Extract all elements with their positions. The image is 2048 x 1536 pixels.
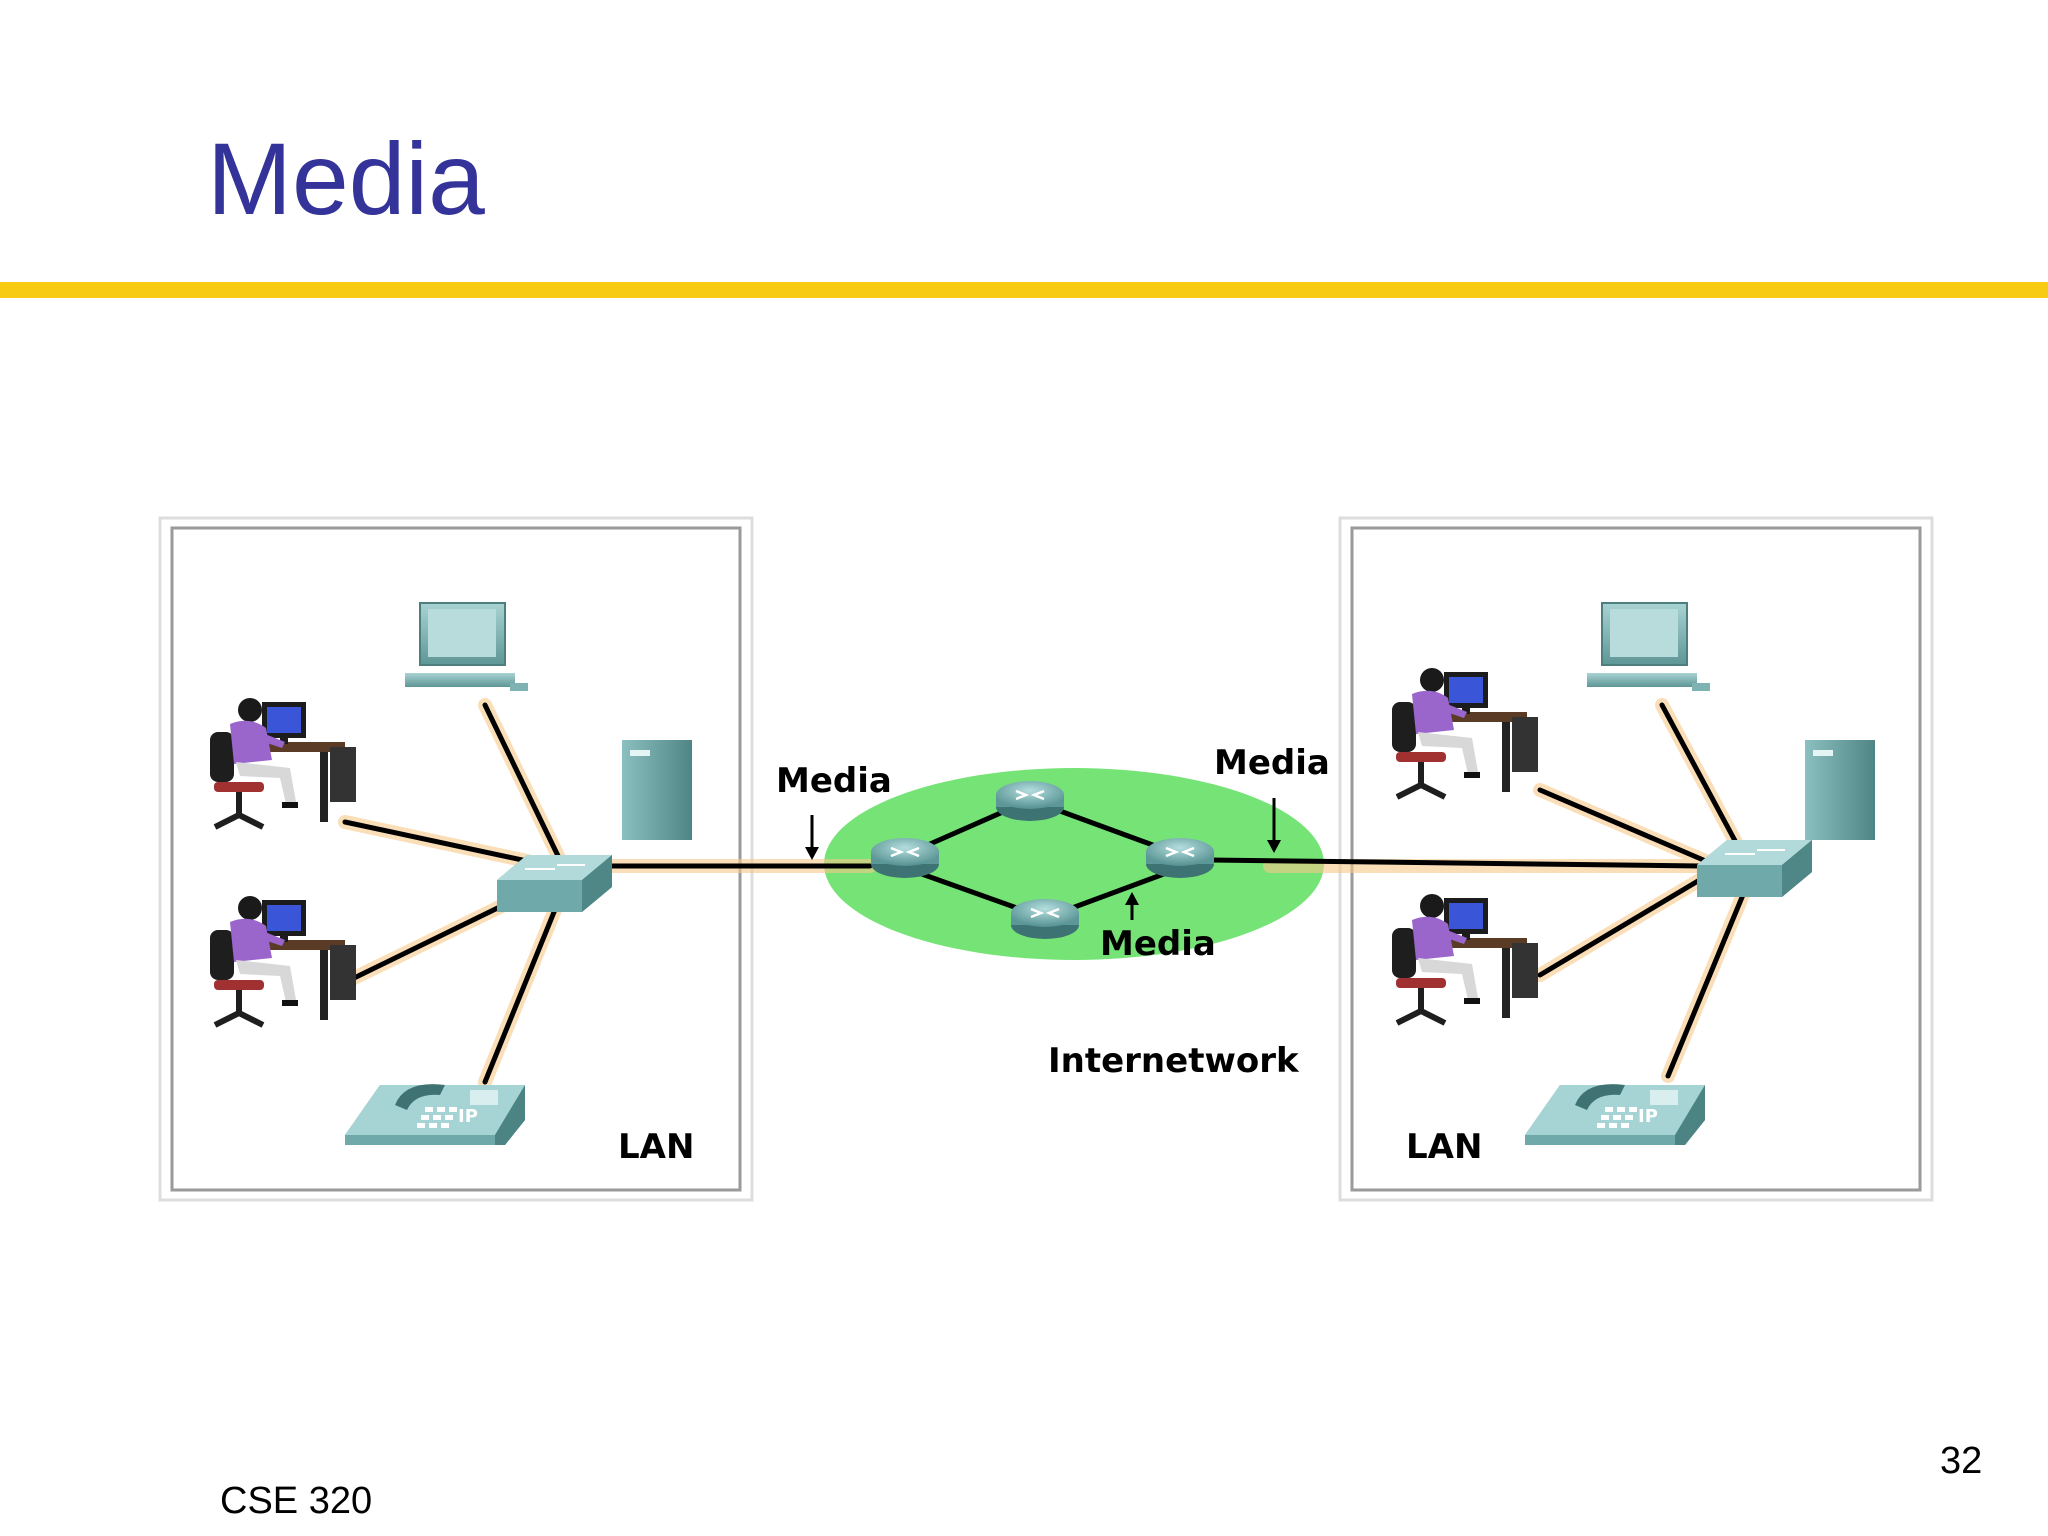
page-number: 32 xyxy=(1940,1440,1983,1482)
phone-ip-badge: IP xyxy=(1638,1106,1658,1127)
arrow-down-icon xyxy=(1267,798,1281,853)
server-icon xyxy=(1805,740,1875,840)
router-icon xyxy=(869,836,941,880)
media-label-left: Media xyxy=(776,761,892,801)
internetwork-label: Internetwork xyxy=(1048,1041,1300,1081)
footer-course: CSE 320 xyxy=(220,1480,373,1522)
server-icon xyxy=(622,740,692,840)
title-divider xyxy=(0,282,2048,298)
router-icon xyxy=(1144,836,1216,880)
router-icon xyxy=(1009,897,1081,941)
slide-title: Media xyxy=(207,122,485,236)
right-lan-label: LAN xyxy=(1406,1127,1482,1167)
arrow-up-icon xyxy=(1125,892,1139,920)
internetwork-cloud xyxy=(824,768,1324,960)
left-lan-label: LAN xyxy=(618,1127,694,1167)
arrow-down-icon xyxy=(805,815,819,860)
media-label-bottom: Media xyxy=(1100,924,1216,964)
phone-ip-badge: IP xyxy=(458,1106,478,1127)
media-label-right: Media xyxy=(1214,743,1330,783)
router-icon xyxy=(994,779,1066,823)
